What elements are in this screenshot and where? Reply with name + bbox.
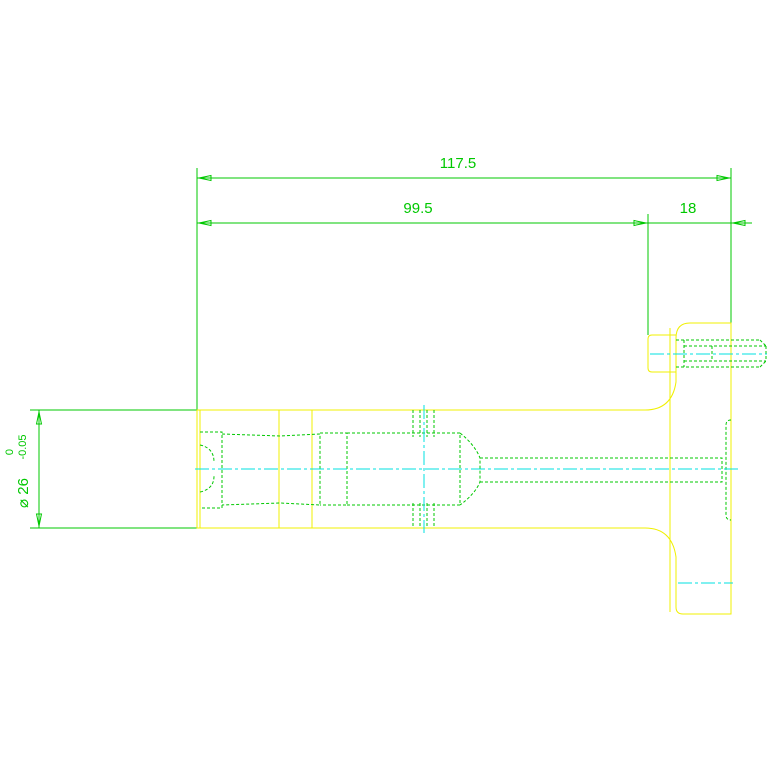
cross-hole-bottom (412, 503, 435, 528)
flange-step (647, 334, 676, 373)
dimension-text-flange: 18 (680, 200, 697, 217)
tolerance-upper: 0 (4, 449, 16, 455)
centerlines (195, 353, 767, 584)
tapped-hole (676, 339, 766, 368)
bore-taper (459, 432, 481, 506)
arrow-flange-right (732, 219, 746, 227)
arrow-dia-bottom (35, 513, 43, 527)
rod-bore (480, 457, 723, 483)
arrow-shaft-right (633, 219, 647, 227)
arrow-dia-top (35, 411, 43, 425)
dimension-text-diameter: ⌀ 26 (15, 478, 32, 508)
left-notch-bottom (199, 475, 215, 493)
arrow-shaft-left (198, 219, 212, 227)
left-notch-top (199, 444, 215, 463)
flange-right-recess (725, 419, 732, 521)
dimension-text-overall: 117.5 (440, 155, 476, 172)
bore-middle (347, 432, 461, 506)
dimension-text-shaft: 99.5 (403, 200, 432, 217)
tolerance-lower: -0.05 (17, 434, 29, 459)
hidden-lines (199, 339, 767, 528)
arrow-overall-left (198, 174, 212, 182)
left-counterbore (200, 431, 223, 509)
arrow-overall-right (716, 174, 730, 182)
dimension-layer (30, 168, 752, 529)
